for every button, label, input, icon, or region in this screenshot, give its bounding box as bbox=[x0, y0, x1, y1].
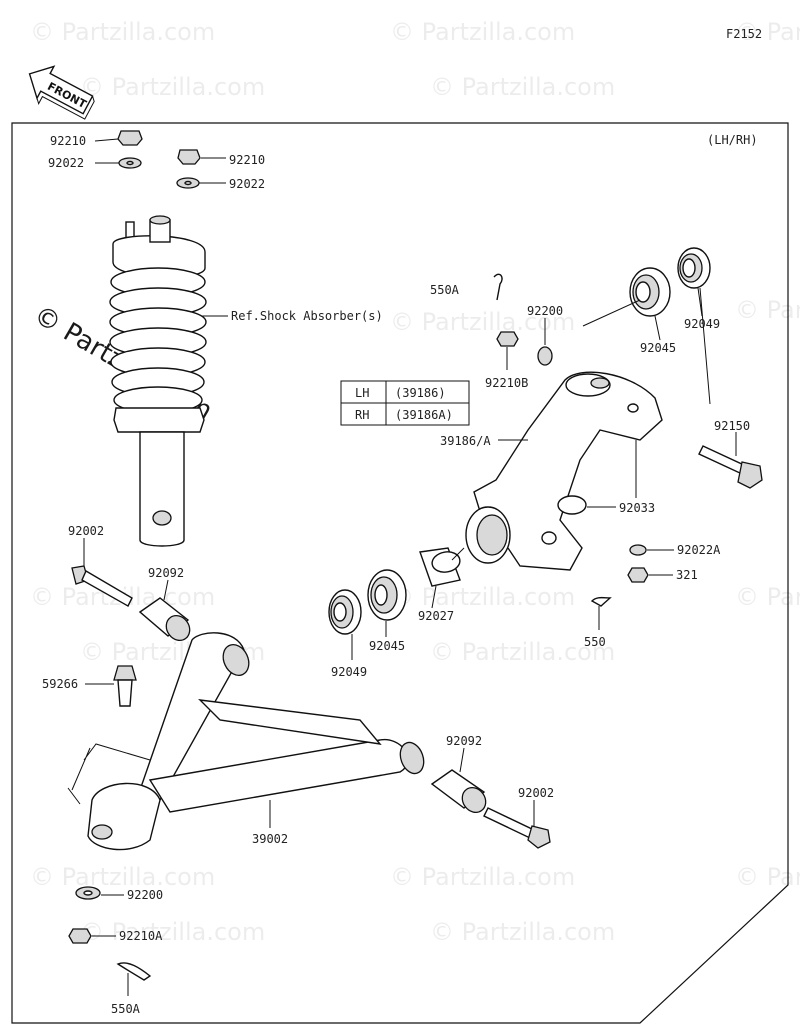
seal-92049-right bbox=[677, 247, 711, 289]
callout-550a-lower: 550A bbox=[111, 1002, 141, 1016]
cotter-pin-550 bbox=[590, 596, 612, 607]
shock-absorber bbox=[109, 130, 207, 547]
callout-92002-lower: 92002 bbox=[518, 786, 554, 800]
callout-92200-upper: 92200 bbox=[527, 304, 563, 318]
watermark: © Partzilla.com bbox=[430, 638, 615, 666]
callout-92027: 92027 bbox=[418, 609, 454, 623]
nut-92210-right bbox=[177, 149, 201, 165]
circlip-92033 bbox=[557, 495, 587, 515]
callout-92045-right: 92045 bbox=[640, 341, 676, 355]
bolt-92002-upper bbox=[71, 565, 133, 607]
watermark: © Partzilla.com bbox=[390, 863, 575, 891]
variant-side-lh: LH bbox=[355, 386, 369, 400]
callout-39186a: 39186/A bbox=[440, 434, 491, 448]
watermark: © Partzilla.com bbox=[735, 863, 800, 891]
callout-92002-upper: 92002 bbox=[68, 524, 104, 538]
nut-92210a bbox=[68, 928, 92, 944]
watermark: © Partzilla.com bbox=[390, 583, 575, 611]
seal-92049-left bbox=[328, 589, 362, 635]
variant-side-rh: RH bbox=[355, 408, 369, 422]
callout-550a-upper: 550A bbox=[430, 283, 460, 297]
callout-92210-top-right: 92210 bbox=[229, 153, 265, 167]
watermark: © Partzilla.com bbox=[390, 18, 575, 46]
watermark-layer: © Partzilla.com © Partzilla.com © Partzi… bbox=[30, 18, 800, 946]
knuckle-39186 bbox=[465, 371, 663, 571]
nut-92210b bbox=[496, 331, 519, 347]
a-arm-39002 bbox=[67, 632, 425, 851]
callout-92210-top-left: 92210 bbox=[50, 134, 86, 148]
bearing-92045-right bbox=[629, 267, 671, 317]
callout-92200-lower: 92200 bbox=[127, 888, 163, 902]
collar-92027 bbox=[419, 547, 461, 587]
bolt-92002-lower bbox=[483, 807, 551, 849]
variant-part-rh: (39186A) bbox=[395, 408, 453, 422]
callout-92045-left: 92045 bbox=[369, 639, 405, 653]
nut-321 bbox=[627, 567, 649, 583]
watermark: © Partzilla.com bbox=[30, 863, 215, 891]
orientation-label: (LH/RH) bbox=[707, 133, 758, 147]
callout-92022-top-left: 92022 bbox=[48, 156, 84, 170]
cotter-pin-550a-lower bbox=[116, 962, 152, 981]
bearing-92045-left bbox=[367, 569, 407, 621]
callout-321: 321 bbox=[676, 568, 698, 582]
bolt-92150 bbox=[698, 445, 763, 489]
watermark: © Partzilla.com bbox=[735, 18, 800, 46]
callout-92092-upper: 92092 bbox=[148, 566, 184, 580]
callout-92092-lower: 92092 bbox=[446, 734, 482, 748]
callout-92210a: 92210A bbox=[119, 929, 163, 943]
washer-92022a bbox=[629, 544, 647, 556]
assembly-frame bbox=[11, 122, 789, 1024]
callout-550: 550 bbox=[584, 635, 606, 649]
bushing-92092-upper bbox=[138, 597, 191, 642]
callout-92150: 92150 bbox=[714, 419, 750, 433]
watermark: © Partzilla.com bbox=[390, 308, 575, 336]
callout-59266: 59266 bbox=[42, 677, 78, 691]
watermark: © Partzilla.com bbox=[735, 296, 800, 324]
callout-92022a: 92022A bbox=[677, 543, 721, 557]
figure-code: F2152 bbox=[726, 27, 762, 41]
callout-92022-top-right: 92022 bbox=[229, 177, 265, 191]
callout-shock-ref: Ref.Shock Absorber(s) bbox=[231, 309, 383, 323]
callout-39002: 39002 bbox=[252, 832, 288, 846]
watermark: © Partzilla.com bbox=[80, 73, 265, 101]
variant-table: LH (39186) RH (39186A) bbox=[340, 380, 470, 426]
watermark: © Partzilla.com bbox=[430, 918, 615, 946]
bushing-92092-lower bbox=[430, 769, 487, 814]
watermark: © Partzilla.com bbox=[430, 73, 615, 101]
cotter-pin-550a-upper bbox=[493, 273, 503, 301]
watermark: © Partzilla.com bbox=[30, 18, 215, 46]
ball-joint-59266 bbox=[113, 665, 137, 707]
callout-92033: 92033 bbox=[619, 501, 655, 515]
watermark: © Partzilla.com bbox=[80, 918, 265, 946]
watermark: © Partzilla.com bbox=[735, 583, 800, 611]
variant-part-lh: (39186) bbox=[395, 386, 446, 400]
callout-92210b: 92210B bbox=[485, 376, 528, 390]
washer-92200-upper bbox=[537, 346, 553, 366]
callout-92049-right: 92049 bbox=[684, 317, 720, 331]
callout-92049-left: 92049 bbox=[331, 665, 367, 679]
nut-92210-left bbox=[117, 130, 143, 146]
